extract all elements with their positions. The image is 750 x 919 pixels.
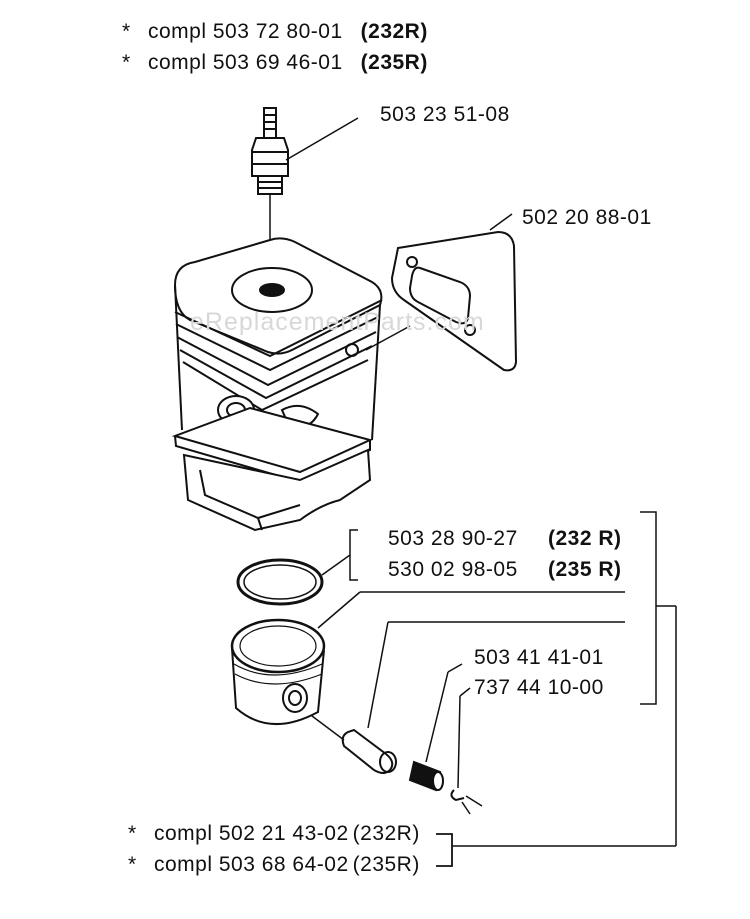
ring-235-model-code: (235 R) [548, 558, 622, 581]
spark-plug-part-number: 503 23 51-08 [380, 103, 510, 126]
bracket-line [321, 529, 358, 581]
needle-bearing-icon [408, 760, 444, 792]
leader-line [317, 591, 361, 629]
bracket-line [640, 511, 657, 705]
header-line-1: * compl 503 72 80-01 (232R) [122, 20, 428, 44]
asterisk-marker: * [128, 822, 137, 845]
bearing-part-number: 503 41 41-01 [474, 646, 604, 669]
assembly-part-number: compl 503 68 64-02 [154, 853, 349, 876]
piston-icon [230, 618, 326, 725]
leader-line [367, 621, 389, 729]
model-code: (232R) [352, 822, 420, 845]
footer-line-2: * compl 503 68 64-02(235R) [128, 853, 420, 877]
ring-235-part-number: 530 02 98-05 [388, 558, 518, 581]
assembly-part-number: compl 503 72 80-01 [148, 20, 343, 43]
piston-ring-icon [236, 558, 324, 606]
asterisk-marker: * [122, 51, 131, 74]
asterisk-marker: * [122, 20, 131, 43]
footer-line-1: * compl 502 21 43-02(232R) [128, 822, 420, 846]
circlip-part-number: 737 44 10-00 [474, 676, 604, 699]
assembly-part-number: compl 503 69 46-01 [148, 51, 343, 74]
ring-232-model-code: (232 R) [548, 527, 622, 550]
leader-line [285, 117, 359, 161]
ring-232-part-number: 503 28 90-27 [388, 527, 518, 550]
model-code: (235R) [352, 853, 420, 876]
assembly-part-number: compl 502 21 43-02 [154, 822, 349, 845]
gasket-icon [390, 230, 518, 372]
watermark-text: eReplacementParts.com [190, 308, 485, 336]
header-line-2: * compl 503 69 46-01 (235R) [122, 51, 428, 75]
bracket-line [436, 833, 453, 867]
leader-line [365, 325, 411, 351]
piston-pin-icon [341, 728, 397, 774]
spark-plug-icon [251, 107, 289, 280]
model-code: (232R) [360, 20, 428, 43]
cylinder-icon [171, 237, 383, 532]
gasket-part-number: 502 20 88-01 [522, 206, 652, 229]
leader-line [489, 213, 513, 231]
asterisk-marker: * [128, 853, 137, 876]
model-code: (235R) [360, 51, 428, 74]
circlip-icon [450, 789, 483, 807]
leader-line [425, 671, 449, 763]
leader-line [457, 695, 461, 789]
